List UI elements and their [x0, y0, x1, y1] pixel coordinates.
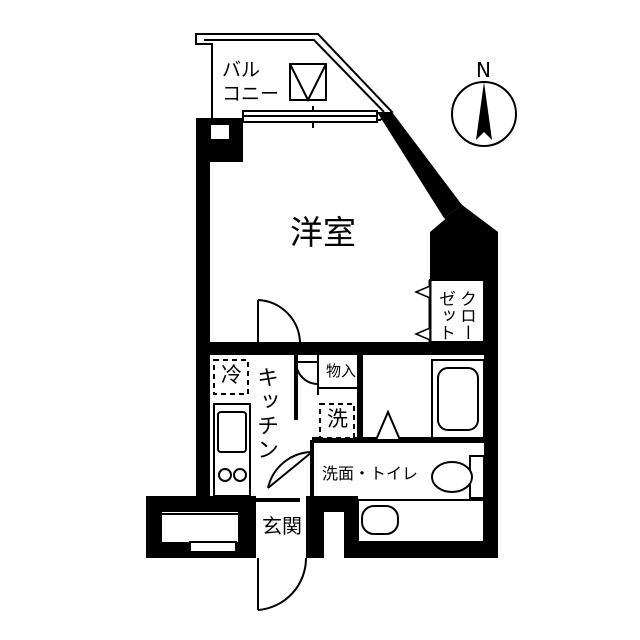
entrance-shoe-box [189, 541, 237, 553]
compass-north-label: N [476, 58, 491, 82]
fridge-label: 冷 [221, 363, 242, 387]
storage-label: 物入 [326, 362, 357, 380]
kitchen-label: キッチン [253, 366, 278, 462]
entrance-label: 玄関 [262, 514, 302, 538]
water-heater-icon [370, 409, 406, 441]
fridge-space [213, 359, 249, 395]
room-door [257, 299, 301, 343]
washbasin [357, 499, 485, 543]
washroom-toilet-label: 洗面・トイレ [322, 464, 419, 483]
washer-space [319, 403, 355, 439]
bathtub [431, 359, 485, 439]
corner-cutout [209, 123, 231, 141]
balcony-window [242, 110, 378, 123]
closet-label: クロー ゼット [435, 290, 476, 341]
entrance-door [257, 557, 308, 611]
toilet [431, 455, 485, 499]
washroom-door [267, 451, 313, 489]
balcony-label: バル コニー [222, 59, 280, 105]
kitchen-counter [213, 403, 251, 497]
storage-door [295, 361, 319, 385]
washer-label: 洗 [327, 407, 348, 431]
closet [414, 279, 485, 343]
compass-icon [451, 81, 517, 147]
western-room-label: 洋室 [290, 213, 356, 252]
